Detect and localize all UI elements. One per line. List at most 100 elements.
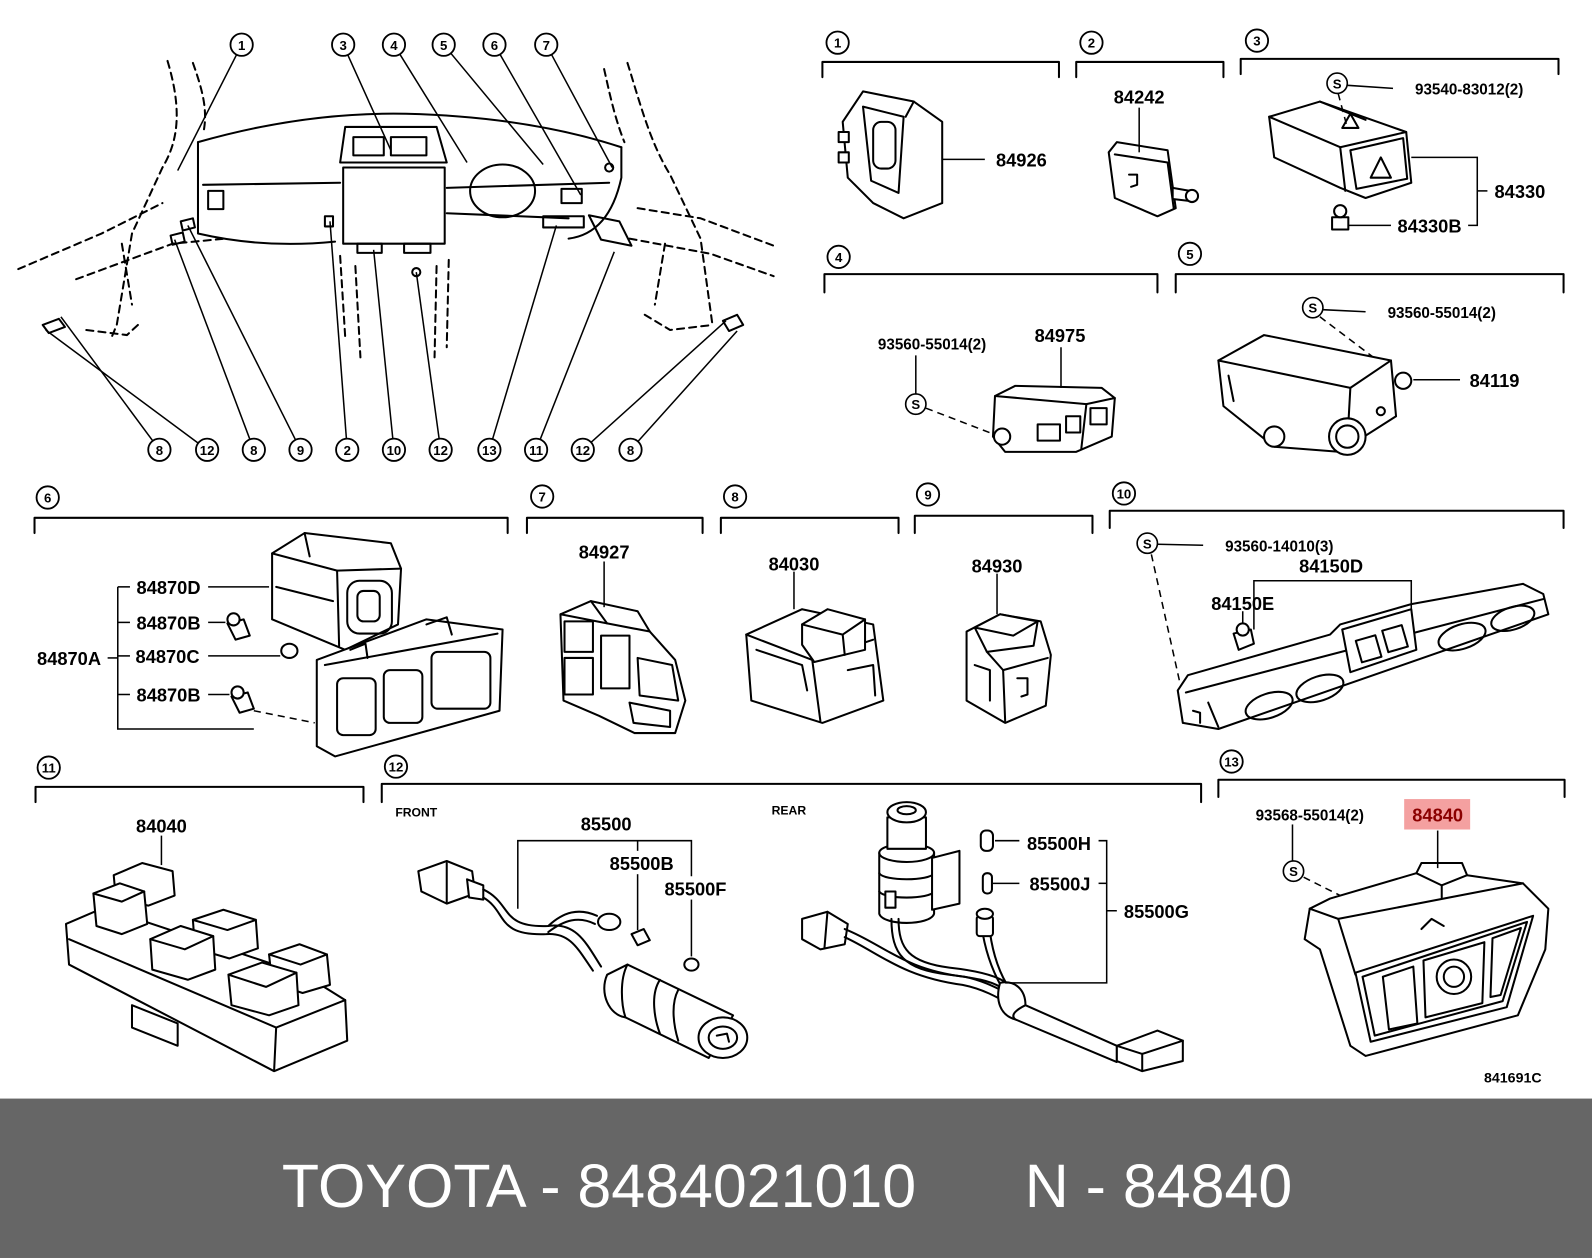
overview-callout: 11 (523, 437, 549, 462)
overview-callout: 12 (195, 437, 220, 462)
section-callout-9: 9 (915, 482, 941, 507)
part-number-84870b: 84870B (137, 685, 201, 706)
part-number-85500h: 85500H (1027, 833, 1091, 854)
part-number-84150e: 84150E (1211, 593, 1274, 614)
body-outline-dashed (17, 59, 775, 359)
callout-number: 8 (156, 443, 163, 458)
screw-symbol: S (1301, 296, 1324, 319)
callout-number: 10 (387, 443, 402, 458)
overview-callout: 4 (381, 32, 407, 57)
section-number: 1 (834, 36, 841, 51)
section-callout-1: 1 (825, 30, 850, 55)
section-number: 11 (42, 761, 56, 776)
part-number-85500f: 85500F (665, 879, 727, 900)
part-84930-drawing (965, 573, 1052, 724)
part-number-84927: 84927 (579, 541, 630, 562)
part-number-84242: 84242 (1114, 87, 1165, 108)
section-callout-2: 2 (1079, 30, 1104, 55)
screw-symbol-letter: S (911, 397, 920, 412)
part-number-84030: 84030 (769, 554, 820, 575)
callout-number: 7 (543, 38, 550, 53)
part-number-84870d: 84870D (137, 577, 201, 598)
part-84030-drawing (745, 571, 885, 724)
dashboard-overview: 1 3 4 5 6 7 8 12 8 9 2 10 12 13 11 12 8 (17, 32, 775, 462)
part-84119-drawing (1217, 308, 1461, 456)
section-number: 5 (1186, 247, 1193, 262)
part-84150-drawing (1150, 543, 1550, 731)
part-number-84870a: 84870A (37, 648, 101, 669)
callout-number: 1 (238, 38, 245, 53)
section-callout-8: 8 (722, 484, 748, 509)
screw-symbol-letter: S (1143, 536, 1152, 551)
dashboard-outline (41, 112, 745, 335)
callout-number: 12 (433, 443, 448, 458)
part-number-93568-55014: 93568-55014(2) (1256, 807, 1364, 824)
overview-callout: 7 (534, 32, 559, 57)
overview-callout: 1 (229, 32, 254, 57)
part-number-93540-83012: 93540-83012(2) (1415, 81, 1523, 98)
part-number-84930: 84930 (972, 556, 1023, 577)
callout-number: 2 (344, 443, 351, 458)
callout-number: 12 (200, 443, 215, 458)
front-lighter-drawing (417, 839, 749, 1059)
rear-label: REAR (772, 803, 807, 817)
part-84926-drawing (837, 90, 985, 220)
section-callout-4: 4 (826, 244, 851, 269)
screw-symbol: S (1282, 860, 1305, 883)
overview-callout: 8 (618, 437, 643, 462)
part-84870-drawing (107, 532, 504, 758)
part-number-84975: 84975 (1035, 325, 1086, 346)
callout-number: 13 (482, 443, 497, 458)
part-number-93560-55014: 93560-55014(2) (1388, 305, 1496, 322)
section-callout-10: 10 (1111, 481, 1137, 506)
screw-symbol-letter: S (1333, 76, 1342, 91)
part-84040-drawing (64, 835, 349, 1073)
callout-number: 8 (250, 443, 257, 458)
part-number-85500g: 85500G (1124, 901, 1189, 922)
overview-callout: 3 (331, 32, 356, 57)
part-number-84330: 84330 (1495, 181, 1546, 202)
banner-reference-code: N - 84840 (1025, 1152, 1292, 1220)
overview-callout: 2 (335, 437, 360, 462)
part-number-84330b: 84330B (1398, 216, 1462, 237)
section-callout-6: 6 (35, 485, 60, 510)
part-number-85500j: 85500J (1030, 873, 1091, 894)
overview-callout: 12 (428, 437, 453, 462)
callout-number: 9 (297, 443, 304, 458)
section-callout-13: 13 (1219, 749, 1244, 774)
section-callout-7: 7 (530, 484, 555, 509)
part-84330-drawing (1268, 84, 1488, 231)
banner-part-number: TOYOTA - 8484021010 (282, 1152, 916, 1220)
overview-leaders (45, 44, 738, 451)
highlight-box (1404, 799, 1471, 830)
section-number: 12 (389, 760, 404, 775)
overview-callout: 9 (288, 437, 313, 462)
callout-number: 11 (529, 443, 543, 458)
bottom-banner (0, 1098, 1592, 1258)
part-84242-drawing (1107, 107, 1200, 218)
section-number: 4 (835, 250, 843, 265)
part-number-85500b: 85500B (610, 853, 674, 874)
overview-callout: 8 (147, 437, 172, 462)
part-number-85500: 85500 (581, 814, 632, 835)
screw-symbol: S (1326, 72, 1349, 95)
screw-symbol: S (904, 393, 927, 416)
section-callout-3: 3 (1244, 28, 1270, 53)
section-number: 9 (924, 488, 931, 503)
part-84975-drawing (915, 347, 1116, 453)
overview-callout: 8 (241, 437, 266, 462)
part-number-93560-55014: 93560-55014(2) (878, 336, 986, 353)
overview-callout: 13 (477, 437, 502, 462)
section-number: 8 (731, 490, 738, 505)
part-number-84926: 84926 (996, 150, 1047, 171)
screw-symbol-letter: S (1289, 864, 1298, 879)
section-number: 6 (44, 491, 51, 506)
section-number: 7 (539, 490, 546, 505)
overview-callout: 12 (570, 437, 595, 462)
part-number-84870b: 84870B (137, 613, 201, 634)
part-84840-drawing (1291, 824, 1550, 1057)
section-number: 10 (1117, 487, 1132, 502)
part-number-84840-highlighted: 84840 (1412, 804, 1463, 825)
screw-symbol: S (1136, 532, 1159, 555)
